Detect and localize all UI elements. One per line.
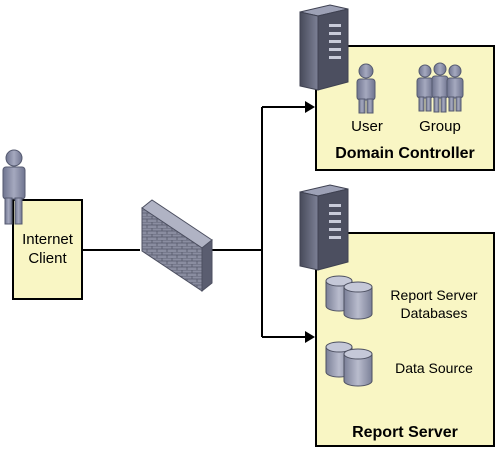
report-server-databases-label: Report Server Databases	[390, 287, 478, 321]
group-label: Group	[419, 118, 461, 135]
domain-controller-title: Domain Controller	[335, 145, 475, 162]
internet-client-label: Internet Client	[22, 231, 73, 267]
arrow-to-domain-controller-icon	[305, 101, 315, 113]
internet-client-person-icon	[2, 149, 26, 225]
user-icon	[356, 63, 376, 114]
arrow-to-report-server-icon	[305, 331, 315, 343]
report-server-databases-icon	[325, 275, 373, 320]
report-server-title: Report Server	[352, 424, 458, 441]
report-server-box	[315, 232, 495, 447]
user-label: User	[351, 118, 383, 135]
internet-client-box	[12, 199, 83, 300]
group-icon	[416, 62, 464, 113]
firewall-icon	[141, 199, 213, 293]
data-source-label: Data Source	[395, 360, 473, 376]
connectors	[83, 106, 307, 338]
data-source-icon	[325, 341, 373, 387]
report-server-server-icon	[299, 184, 349, 271]
domain-controller-server-icon	[299, 4, 349, 91]
